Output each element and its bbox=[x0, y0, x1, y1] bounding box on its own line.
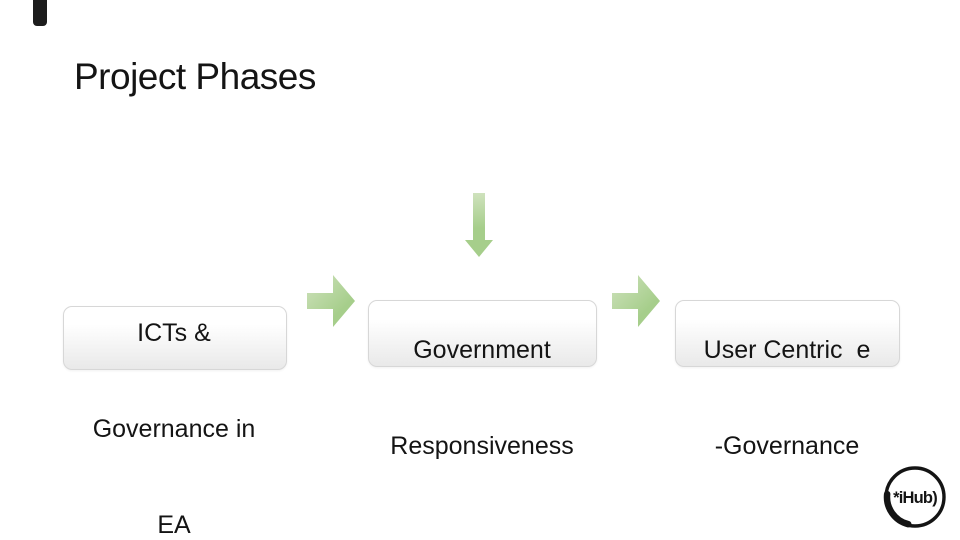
phase-label-2: Government Responsiveness bbox=[390, 270, 573, 526]
arrow-right-icon-2 bbox=[612, 275, 660, 327]
phase-label-3: User Centric e -Governance bbox=[704, 270, 871, 526]
slide-title: Project Phases bbox=[74, 56, 316, 97]
phase-box-2 bbox=[368, 300, 597, 367]
logo-text: *iHub) bbox=[893, 489, 937, 507]
bookmark-tab bbox=[33, 0, 47, 26]
phase-box-3 bbox=[675, 300, 900, 367]
arrow-right-icon-1 bbox=[307, 275, 355, 327]
phase-1-line-2: Governance in bbox=[92, 415, 256, 443]
phase-3-line-2: -Governance bbox=[714, 432, 860, 460]
phase-2-line-1: Government bbox=[413, 336, 551, 364]
phase-2-line-2: Responsiveness bbox=[390, 432, 574, 460]
ihub-logo: *iHub) bbox=[883, 465, 947, 529]
arrow-down-icon bbox=[465, 193, 493, 257]
phase-3-line-1: User Centric e bbox=[703, 336, 871, 364]
phase-1-line-1: ICTs & bbox=[137, 319, 211, 347]
phase-box-1 bbox=[63, 306, 287, 370]
phase-1-line-3: EA bbox=[157, 511, 191, 539]
phase-label-1: ICTs & Governance in EA bbox=[93, 253, 256, 540]
logo-brush-arc bbox=[883, 465, 947, 529]
